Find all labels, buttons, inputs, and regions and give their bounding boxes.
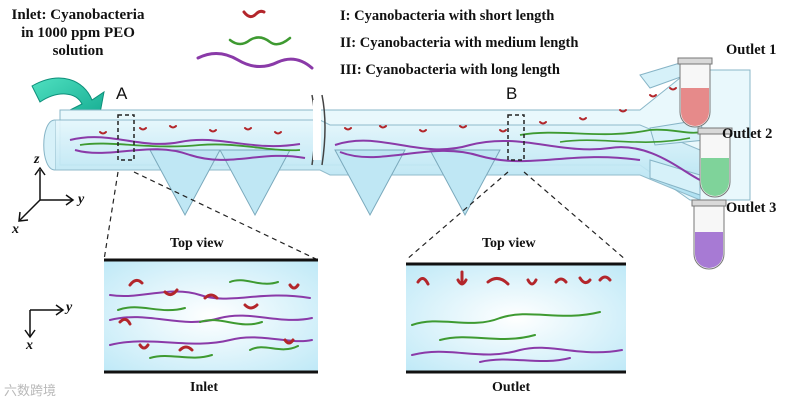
inlet-label: Inlet: Cyanobacteria in 1000 ppm PEO sol… bbox=[8, 6, 148, 60]
legend-swatch-long bbox=[198, 53, 312, 68]
panel-outlet-header: Top view bbox=[482, 236, 536, 252]
axis-3d-x-label: x bbox=[12, 222, 19, 238]
axis-2d-y-label: y bbox=[66, 300, 72, 316]
outlet-3-label: Outlet 3 bbox=[726, 200, 776, 217]
legend-item-medium: II: Cyanobacteria with medium length bbox=[340, 35, 578, 52]
legend-item-long: III: Cyanobacteria with long length bbox=[340, 62, 560, 79]
legend-swatch-medium bbox=[230, 37, 290, 44]
panel-inlet-header: Top view bbox=[170, 236, 224, 252]
axis-3d-y-label: y bbox=[78, 192, 84, 208]
panel-inlet-footer: Inlet bbox=[190, 380, 218, 396]
region-b-label: B bbox=[506, 84, 517, 104]
outlet-1-label: Outlet 1 bbox=[726, 42, 776, 59]
panel-inlet bbox=[104, 260, 318, 372]
tube-outlet-1 bbox=[678, 58, 712, 127]
microchannel bbox=[44, 60, 750, 215]
tube-outlet-3 bbox=[692, 200, 726, 269]
axes-3d bbox=[19, 168, 73, 221]
watermark-text: 六数跨境 bbox=[4, 380, 56, 399]
axis-3d-z-label: z bbox=[34, 152, 39, 168]
region-a-label: A bbox=[116, 84, 127, 104]
outlet-2-label: Outlet 2 bbox=[722, 126, 772, 143]
panel-outlet-footer: Outlet bbox=[492, 380, 530, 396]
legend-swatch-short bbox=[244, 11, 264, 16]
legend-item-short: I: Cyanobacteria with short length bbox=[340, 8, 554, 25]
panel-outlet bbox=[406, 264, 626, 372]
axes-2d bbox=[25, 305, 63, 337]
axis-2d-x-label: x bbox=[26, 338, 33, 354]
